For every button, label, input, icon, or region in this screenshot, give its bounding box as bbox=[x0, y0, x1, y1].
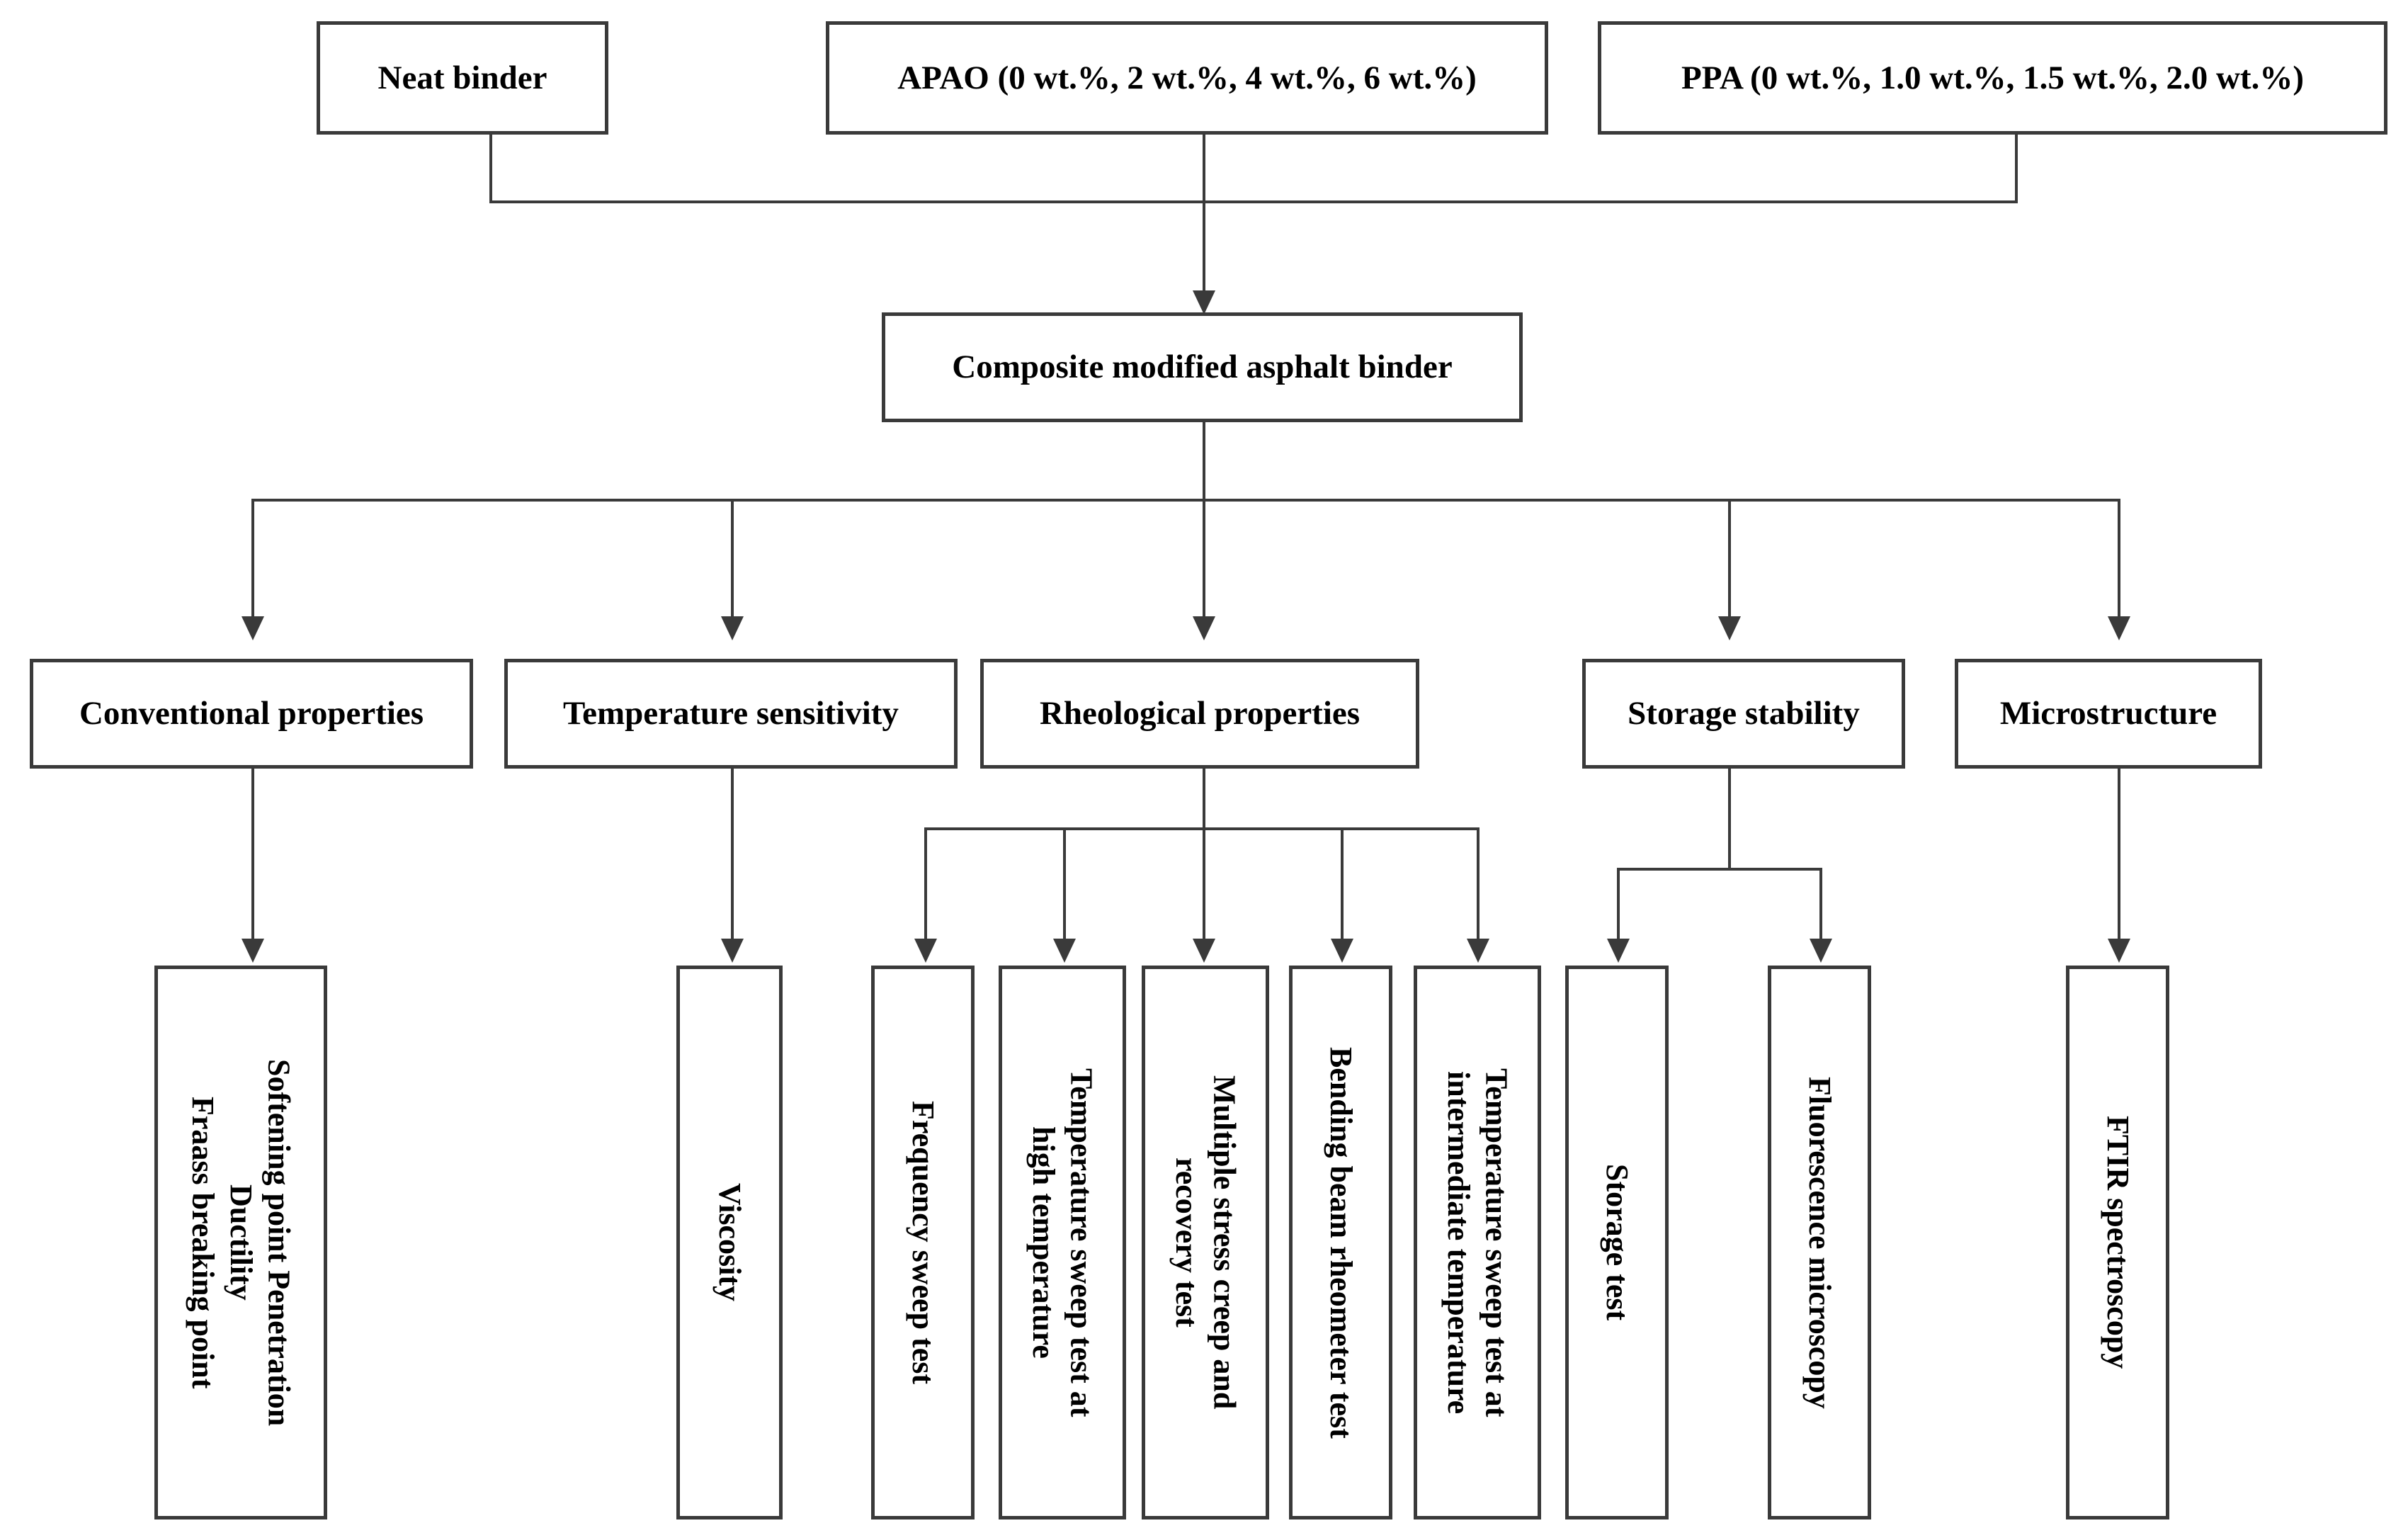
node-conventional-properties[interactable]: Conventional properties bbox=[30, 659, 473, 769]
node-temperature-sweep-test-intermediate[interactable]: Temperature sweep test at intermediate t… bbox=[1414, 966, 1541, 1519]
arrowhead-conventional-properties bbox=[242, 616, 264, 640]
node-multiple-stress-creep-and-recovery-test[interactable]: Multiple stress creep and recovery test bbox=[1142, 966, 1269, 1519]
node-bending-beam-rheometer-test-label: Bending beam rheometer test bbox=[1323, 1046, 1358, 1439]
node-conventional-tests-label: Softening point Penetration Ductility Fr… bbox=[186, 1058, 297, 1427]
node-viscosity[interactable]: Viscosity bbox=[676, 966, 783, 1519]
arrowhead-rheological-properties bbox=[1193, 616, 1215, 640]
edge-ppa-down bbox=[2015, 135, 2018, 202]
edge-neat-binder-down bbox=[489, 135, 492, 202]
edge-bus-to-bending-beam-rheometer-test bbox=[1341, 827, 1344, 946]
node-apao[interactable]: APAO (0 wt.%, 2 wt.%, 4 wt.%, 6 wt.%) bbox=[826, 21, 1548, 135]
node-rheological-properties-label: Rheological properties bbox=[1039, 695, 1361, 732]
arrowhead-fluorescence-microscopy bbox=[1810, 939, 1832, 963]
node-frequency-sweep-test-label: Frequency sweep test bbox=[905, 1101, 941, 1384]
arrowhead-ftir-spectroscopy bbox=[2108, 939, 2130, 963]
node-multiple-stress-creep-and-recovery-test-label: Multiple stress creep and recovery test bbox=[1169, 1075, 1242, 1410]
edge-apao-down bbox=[1203, 135, 1205, 202]
edge-inputs-bus bbox=[489, 200, 2018, 203]
arrowhead-temperature-sensitivity bbox=[721, 616, 744, 640]
node-ftir-spectroscopy[interactable]: FTIR spectroscopy bbox=[2066, 966, 2169, 1519]
edge-bus-to-microstructure bbox=[2118, 499, 2120, 626]
node-ppa-label: PPA (0 wt.%, 1.0 wt.%, 1.5 wt.%, 2.0 wt.… bbox=[1681, 59, 2304, 96]
node-microstructure[interactable]: Microstructure bbox=[1955, 659, 2262, 769]
edge-bus-to-frequency-sweep-test bbox=[924, 827, 927, 946]
node-storage-test-label: Storage test bbox=[1599, 1164, 1635, 1321]
arrowhead-product bbox=[1193, 290, 1215, 315]
node-temperature-sensitivity[interactable]: Temperature sensitivity bbox=[504, 659, 958, 769]
node-temperature-sweep-test-intermediate-label: Temperature sweep test at intermediate t… bbox=[1441, 1068, 1514, 1417]
node-temperature-sweep-test-high[interactable]: Temperature sweep test at high temperatu… bbox=[999, 966, 1126, 1519]
node-composite-modified-asphalt-binder[interactable]: Composite modified asphalt binder bbox=[882, 312, 1523, 422]
edge-bus-to-conventional-properties bbox=[251, 499, 254, 626]
node-fluorescence-microscopy[interactable]: Fluorescence microscopy bbox=[1768, 966, 1871, 1519]
node-composite-modified-asphalt-binder-label: Composite modified asphalt binder bbox=[952, 349, 1453, 386]
edge-bus-to-temperature-sweep-test-intermediate bbox=[1477, 827, 1480, 946]
arrowhead-microstructure bbox=[2108, 616, 2130, 640]
edge-bus-to-temperature-sweep-test-high bbox=[1063, 827, 1066, 946]
edge-storage-bus bbox=[1617, 868, 1822, 871]
node-temperature-sweep-test-high-label: Temperature sweep test at high temperatu… bbox=[1026, 1068, 1099, 1417]
arrowhead-bending-beam-rheometer-test bbox=[1331, 939, 1353, 963]
node-bending-beam-rheometer-test[interactable]: Bending beam rheometer test bbox=[1289, 966, 1392, 1519]
arrowhead-temperature-sweep-test-intermediate bbox=[1467, 939, 1489, 963]
node-microstructure-label: Microstructure bbox=[1999, 695, 2217, 732]
node-neat-binder-label: Neat binder bbox=[377, 59, 547, 96]
edge-bus-to-storage-test bbox=[1617, 868, 1620, 946]
edge-bus-to-fluorescence-microscopy bbox=[1819, 868, 1822, 946]
arrowhead-storage-test bbox=[1607, 939, 1630, 963]
node-rheological-properties[interactable]: Rheological properties bbox=[980, 659, 1419, 769]
edge-categories-bus bbox=[251, 499, 2119, 502]
edge-bus-to-multiple-stress-creep-and-recovery-test bbox=[1203, 827, 1205, 946]
node-temperature-sensitivity-label: Temperature sensitivity bbox=[563, 695, 899, 732]
arrowhead-viscosity bbox=[721, 939, 744, 963]
node-viscosity-label: Viscosity bbox=[712, 1183, 747, 1302]
node-fluorescence-microscopy-label: Fluorescence microscopy bbox=[1802, 1076, 1837, 1409]
arrowhead-frequency-sweep-test bbox=[914, 939, 937, 963]
edge-storage-stability-down bbox=[1728, 769, 1731, 870]
arrowhead-multiple-stress-creep-and-recovery-test bbox=[1193, 939, 1215, 963]
node-frequency-sweep-test[interactable]: Frequency sweep test bbox=[871, 966, 975, 1519]
arrowhead-storage-stability bbox=[1718, 616, 1741, 640]
edge-bus-to-temperature-sensitivity bbox=[731, 499, 734, 626]
node-neat-binder[interactable]: Neat binder bbox=[317, 21, 608, 135]
edge-rheological-properties-down bbox=[1203, 769, 1205, 829]
arrowhead-temperature-sweep-test-high bbox=[1053, 939, 1076, 963]
node-conventional-properties-label: Conventional properties bbox=[79, 695, 424, 732]
edge-microstructure-down bbox=[2118, 769, 2120, 946]
edge-bus-to-storage-stability bbox=[1728, 499, 1731, 626]
node-storage-stability-label: Storage stability bbox=[1628, 695, 1860, 732]
node-storage-test[interactable]: Storage test bbox=[1565, 966, 1669, 1519]
node-apao-label: APAO (0 wt.%, 2 wt.%, 4 wt.%, 6 wt.%) bbox=[897, 59, 1477, 96]
node-ftir-spectroscopy-label: FTIR spectroscopy bbox=[2100, 1116, 2135, 1369]
edge-rheological-bus bbox=[924, 827, 1478, 830]
node-conventional-tests[interactable]: Softening point Penetration Ductility Fr… bbox=[154, 966, 327, 1519]
arrowhead-conventional-tests bbox=[242, 939, 264, 963]
edge-bus-to-product bbox=[1203, 200, 1205, 300]
node-ppa[interactable]: PPA (0 wt.%, 1.0 wt.%, 1.5 wt.%, 2.0 wt.… bbox=[1598, 21, 2387, 135]
edge-temperature-sensitivity-down bbox=[731, 769, 734, 946]
edge-bus-to-rheological-properties bbox=[1203, 499, 1205, 626]
edge-product-down bbox=[1203, 422, 1205, 500]
node-storage-stability[interactable]: Storage stability bbox=[1582, 659, 1905, 769]
edge-conventional-properties-down bbox=[251, 769, 254, 946]
